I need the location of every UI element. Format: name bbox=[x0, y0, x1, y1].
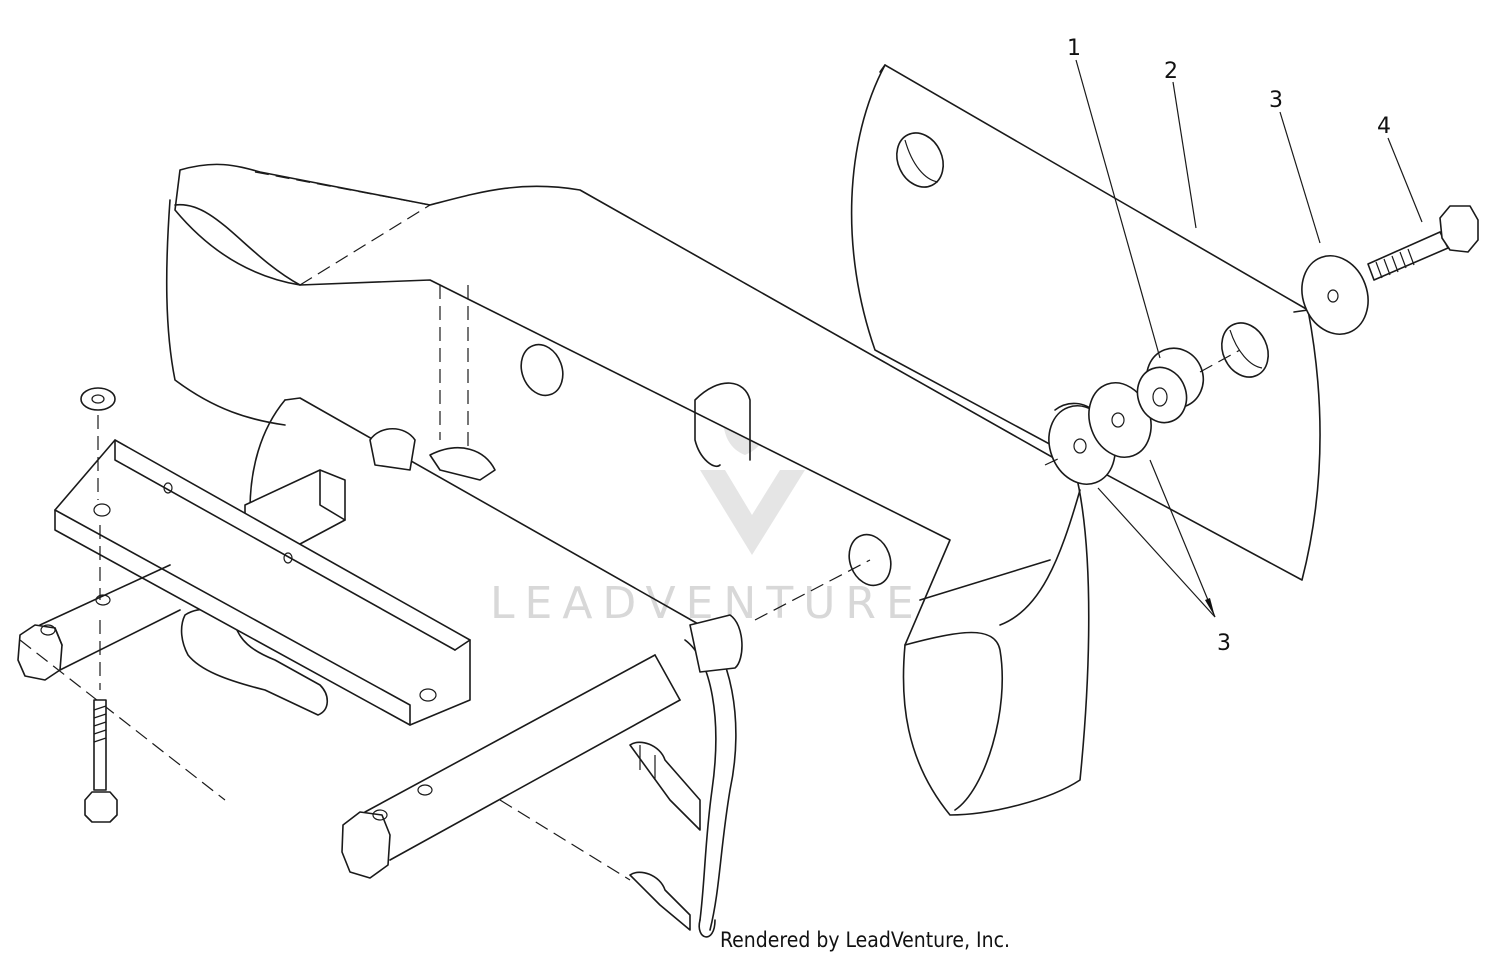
centerline-3 bbox=[754, 559, 871, 621]
hex-shaft-left bbox=[17, 564, 226, 801]
mounting-bracket bbox=[165, 163, 1090, 816]
callout-1: 1 bbox=[1067, 36, 1081, 61]
bolt-right bbox=[1367, 205, 1479, 281]
callout-3-bottom: 3 bbox=[1217, 631, 1231, 656]
angle-bracket bbox=[54, 439, 471, 726]
washer-left bbox=[80, 387, 116, 690]
hex-shaft-right bbox=[341, 654, 681, 879]
render-credit: Rendered by LeadVenture, Inc. bbox=[720, 928, 1010, 952]
leader-lines bbox=[1075, 59, 1423, 618]
bushing bbox=[1136, 347, 1205, 424]
outer-washer bbox=[1301, 255, 1369, 335]
callout-2: 2 bbox=[1164, 59, 1178, 84]
bolt-left bbox=[84, 699, 118, 823]
callout-3-top: 3 bbox=[1269, 88, 1283, 113]
centerline bbox=[1044, 457, 1061, 466]
callout-4: 4 bbox=[1377, 114, 1391, 139]
watermark-text: LEADVENTURE bbox=[490, 578, 924, 629]
weight-plate bbox=[850, 64, 1321, 581]
centerline-2 bbox=[1199, 349, 1241, 373]
